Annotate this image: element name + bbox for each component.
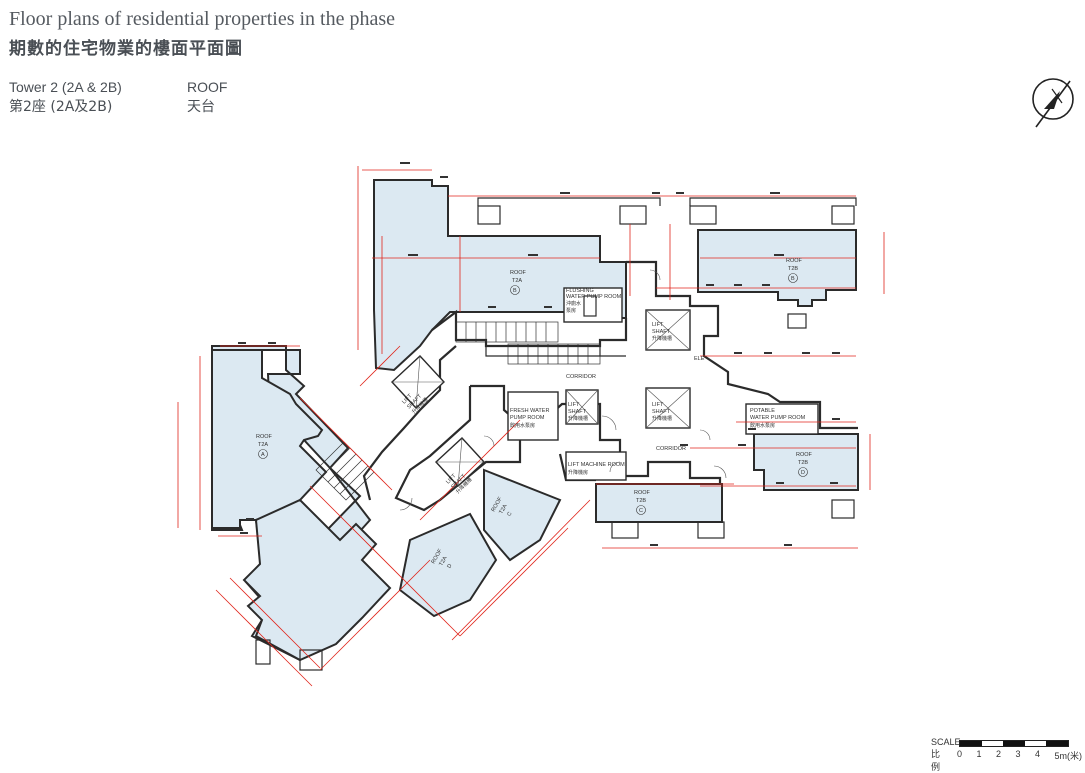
- svg-text:LIFT MACHINE ROOM: LIFT MACHINE ROOM: [568, 462, 625, 468]
- dimension-marks: [238, 162, 840, 546]
- svg-text:T2A: T2A: [498, 503, 508, 515]
- page-title-en: Floor plans of residential properties in…: [9, 8, 396, 30]
- roof-t2b-c-area: [595, 483, 723, 523]
- tower-label-en: Tower 2 (2A & 2B): [9, 79, 122, 95]
- svg-text:T2B: T2B: [636, 498, 646, 504]
- svg-text:LIFT: LIFT: [652, 322, 664, 328]
- svg-text:C: C: [639, 508, 643, 514]
- scale-tick: 4: [1035, 749, 1041, 759]
- north-arrow-icon: [1032, 78, 1074, 128]
- svg-text:T2A: T2A: [512, 278, 522, 284]
- svg-text:B: B: [791, 276, 795, 282]
- scale-tick: 3: [1015, 749, 1021, 759]
- lift-shafts: [391, 309, 691, 487]
- svg-text:SHAFT: SHAFT: [652, 329, 671, 335]
- svg-text:T2A: T2A: [438, 555, 448, 567]
- svg-text:泵房: 泵房: [566, 307, 576, 314]
- door-swings: [399, 269, 727, 511]
- svg-text:D: D: [801, 470, 805, 476]
- svg-text:FRESH WATER: FRESH WATER: [510, 408, 549, 414]
- svg-text:A: A: [261, 452, 265, 458]
- stairs: [315, 321, 601, 501]
- svg-text:飲用水泵房: 飲用水泵房: [510, 422, 535, 429]
- svg-text:PUMP ROOM: PUMP ROOM: [510, 415, 545, 421]
- svg-text:ROOF: ROOF: [256, 434, 273, 440]
- scale-label-en: SCALE: [931, 737, 961, 747]
- svg-text:升降機槽: 升降機槽: [652, 335, 672, 342]
- page-title-zh: 期數的住宅物業的樓面平面圖: [9, 39, 243, 59]
- room-labels: ROOF T2A B ROOF T2B B ROOF T2A A ROOF T2…: [256, 258, 813, 570]
- svg-text:飲用水泵房: 飲用水泵房: [750, 422, 775, 429]
- svg-text:C: C: [506, 511, 513, 517]
- floor-label-zh: 天台: [187, 99, 215, 115]
- svg-text:CORRIDOR: CORRIDOR: [656, 446, 686, 452]
- svg-text:ELE: ELE: [694, 356, 705, 362]
- svg-text:LIFT: LIFT: [652, 402, 664, 408]
- svg-text:POTABLE: POTABLE: [750, 408, 775, 414]
- scale-ticks: 0 1 2 3 4 5m(米): [957, 749, 1082, 762]
- svg-text:ROOF: ROOF: [510, 270, 527, 276]
- svg-text:升降機槽: 升降機槽: [652, 415, 672, 422]
- svg-text:升降機槽: 升降機槽: [568, 415, 588, 422]
- svg-text:沖廁水: 沖廁水: [566, 300, 581, 307]
- svg-text:ROOF: ROOF: [786, 258, 803, 264]
- svg-text:T2A: T2A: [258, 442, 268, 448]
- parapet-details: [255, 197, 857, 671]
- svg-text:CORRIDOR: CORRIDOR: [566, 374, 596, 380]
- svg-text:ROOF: ROOF: [634, 490, 651, 496]
- dimension-lines: [177, 166, 885, 687]
- floor-label-en: ROOF: [187, 79, 228, 95]
- roof-t2a-a-area: [211, 345, 392, 662]
- svg-text:ROOF: ROOF: [796, 452, 813, 458]
- svg-text:B: B: [513, 288, 517, 294]
- svg-text:LIFT: LIFT: [568, 402, 580, 408]
- svg-text:SHAFT: SHAFT: [568, 409, 587, 415]
- tower-label-zh: 第2座 (2A及2B): [9, 99, 113, 115]
- roof-t2a-cd-area: [398, 468, 562, 618]
- svg-text:SHAFT: SHAFT: [652, 409, 671, 415]
- svg-text:WATER PUMP ROOM: WATER PUMP ROOM: [566, 294, 622, 300]
- svg-text:WATER PUMP ROOM: WATER PUMP ROOM: [750, 415, 806, 421]
- scale-tick: 2: [996, 749, 1002, 759]
- svg-text:T2B: T2B: [798, 460, 808, 466]
- pump-rooms: [507, 287, 819, 481]
- scale-bar-graphic: [959, 740, 1069, 747]
- svg-text:升降機房: 升降機房: [568, 469, 588, 476]
- svg-text:FLUSHING: FLUSHING: [566, 288, 594, 294]
- core-walls: [362, 260, 858, 512]
- svg-text:D: D: [446, 563, 453, 569]
- roof-t2b-b-area: [697, 229, 857, 307]
- scale-tick: 0: [957, 749, 963, 759]
- scale-label-zh: 比例: [931, 750, 941, 773]
- scale-tick: 1: [976, 749, 982, 759]
- scale-tick: 5m(米): [1054, 751, 1083, 761]
- svg-text:T2B: T2B: [788, 266, 798, 272]
